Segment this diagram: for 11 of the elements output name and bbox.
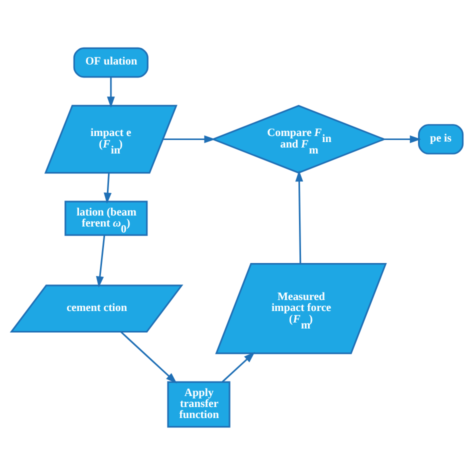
node-box: Apply transfer function	[167, 380, 230, 428]
node-box: OF ulation	[73, 46, 148, 78]
arrow	[295, 170, 304, 264]
arrow	[384, 134, 422, 143]
arrow	[162, 134, 216, 143]
arrow	[120, 330, 177, 384]
arrow	[222, 351, 255, 382]
arrow	[104, 172, 112, 204]
arrow	[106, 76, 115, 108]
arrow	[96, 234, 106, 288]
node-box: pe is	[418, 124, 464, 154]
